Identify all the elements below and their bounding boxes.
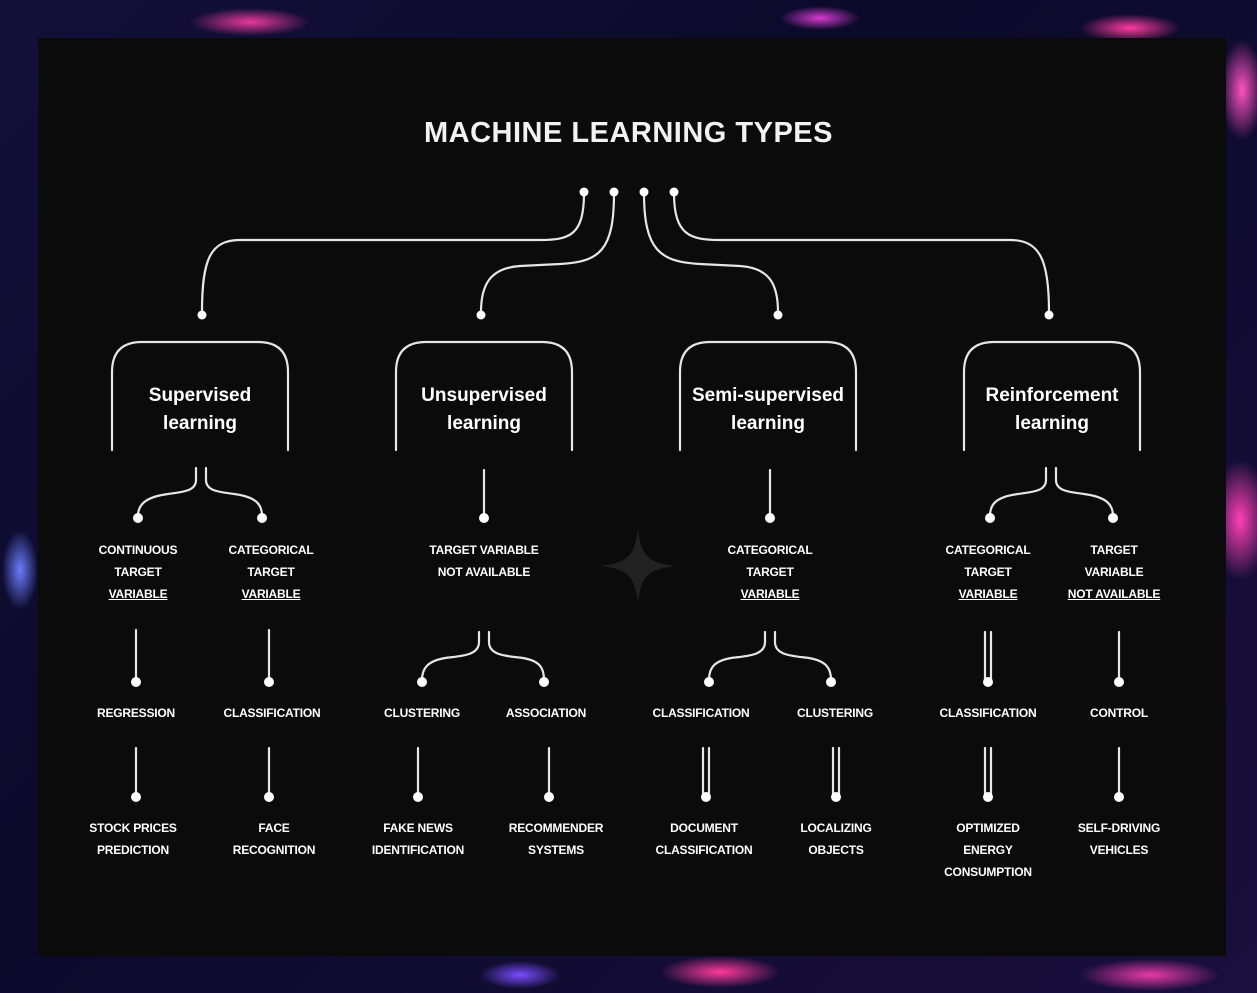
- target-label: CATEGORICAL TARGET VARIABLE: [705, 539, 835, 605]
- connector-reinforcement: [672, 191, 1051, 314]
- example-label: FAKE NEWS IDENTIFICATION: [343, 817, 493, 861]
- task-label: CLUSTERING: [383, 706, 460, 720]
- title-dot-1: [579, 187, 589, 197]
- target-line: CATEGORICAL: [228, 543, 314, 557]
- target-line: TARGET: [247, 565, 295, 579]
- box-reinforcement: [962, 340, 1142, 452]
- example-line: PREDICTION: [96, 843, 169, 857]
- type-label-line1: Supervised: [148, 385, 252, 406]
- task-label: ASSOCIATION: [505, 706, 587, 720]
- diagram-panel: [38, 38, 1226, 956]
- example-label: DOCUMENT CLASSIFICATION: [629, 817, 779, 861]
- type-label-line1: Reinforcement: [985, 385, 1119, 406]
- example-line: VEHICLES: [1089, 843, 1149, 857]
- task-label: CLASSIFICATION: [939, 706, 1037, 720]
- target-line: TARGET: [1090, 543, 1138, 557]
- type-supervised: Supervised learning: [110, 382, 290, 438]
- example-label: OPTIMIZED ENERGY CONSUMPTION: [923, 817, 1053, 883]
- target-label: TARGET VARIABLE NOT AVAILABLE: [1049, 539, 1179, 605]
- example-line: ENERGY: [963, 843, 1013, 857]
- target-line: VARIABLE: [1084, 565, 1144, 579]
- target-line: NOT AVAILABLE: [437, 565, 531, 579]
- connector-supervised: [200, 191, 586, 314]
- example-label: STOCK PRICES PREDICTION: [68, 817, 198, 861]
- target-line: TARGET: [964, 565, 1012, 579]
- example-line: IDENTIFICATION: [371, 843, 465, 857]
- connector-semisupervised: [642, 191, 780, 314]
- type-label-line2: learning: [447, 413, 521, 434]
- example-line: STOCK PRICES: [89, 821, 177, 835]
- example-line: LOCALIZING: [800, 821, 872, 835]
- example-line: OBJECTS: [808, 843, 864, 857]
- target-line: CATEGORICAL: [727, 543, 813, 557]
- example-label: FACE RECOGNITION: [209, 817, 339, 861]
- example-line: FAKE NEWS: [383, 821, 453, 835]
- target-label: TARGET VARIABLE NOT AVAILABLE: [409, 539, 559, 583]
- type-label-line1: Unsupervised: [421, 385, 547, 406]
- title-dot-4: [669, 187, 679, 197]
- type-label-line2: learning: [731, 413, 805, 434]
- title-dot-3: [639, 187, 649, 197]
- target-line: CONTINUOUS: [98, 543, 178, 557]
- target-line: VARIABLE: [108, 587, 168, 601]
- example-label: SELF-DRIVING VEHICLES: [1054, 817, 1184, 861]
- example-line: DOCUMENT: [670, 821, 738, 835]
- task-label: REGRESSION: [96, 706, 176, 720]
- example-line: CLASSIFICATION: [655, 843, 753, 857]
- box-supervised: [110, 340, 290, 452]
- example-line: FACE: [258, 821, 290, 835]
- task-label: CLUSTERING: [796, 706, 873, 720]
- target-label: CONTINUOUS TARGET VARIABLE: [73, 539, 203, 605]
- page-title: MACHINE LEARNING TYPES: [424, 117, 833, 149]
- example-line: OPTIMIZED: [956, 821, 1020, 835]
- example-line: SELF-DRIVING: [1077, 821, 1161, 835]
- target-line: VARIABLE: [740, 587, 800, 601]
- example-line: RECOMMENDER: [508, 821, 604, 835]
- target-label: CATEGORICAL TARGET VARIABLE: [206, 539, 336, 605]
- title-dot-2: [609, 187, 619, 197]
- type-unsupervised: Unsupervised learning: [394, 382, 574, 438]
- task-label: CLASSIFICATION: [652, 706, 750, 720]
- example-label: LOCALIZING OBJECTS: [771, 817, 901, 861]
- sparkle-icon: [600, 528, 676, 604]
- connector-unsupervised: [479, 191, 616, 314]
- type-reinforcement: Reinforcement learning: [962, 382, 1142, 438]
- example-line: SYSTEMS: [528, 843, 584, 857]
- box-semisupervised: [678, 340, 858, 452]
- target-line: TARGET: [114, 565, 162, 579]
- task-label: CLASSIFICATION: [223, 706, 321, 720]
- target-line: VARIABLE: [958, 587, 1018, 601]
- target-line: VARIABLE: [241, 587, 301, 601]
- target-label: CATEGORICAL TARGET VARIABLE: [923, 539, 1053, 605]
- box-unsupervised: [394, 340, 574, 452]
- type-semisupervised: Semi-supervised learning: [678, 382, 858, 438]
- target-line: TARGET: [746, 565, 794, 579]
- type-label-line2: learning: [163, 413, 237, 434]
- task-label: CONTROL: [1090, 706, 1148, 720]
- target-line: CATEGORICAL: [945, 543, 1031, 557]
- type-label-line2: learning: [1015, 413, 1089, 434]
- example-line: CONSUMPTION: [944, 865, 1032, 879]
- example-line: RECOGNITION: [232, 843, 316, 857]
- target-line: TARGET VARIABLE: [429, 543, 539, 557]
- type-label-line1: Semi-supervised: [691, 385, 845, 406]
- example-label: RECOMMENDER SYSTEMS: [491, 817, 621, 861]
- target-line: NOT AVAILABLE: [1067, 587, 1161, 601]
